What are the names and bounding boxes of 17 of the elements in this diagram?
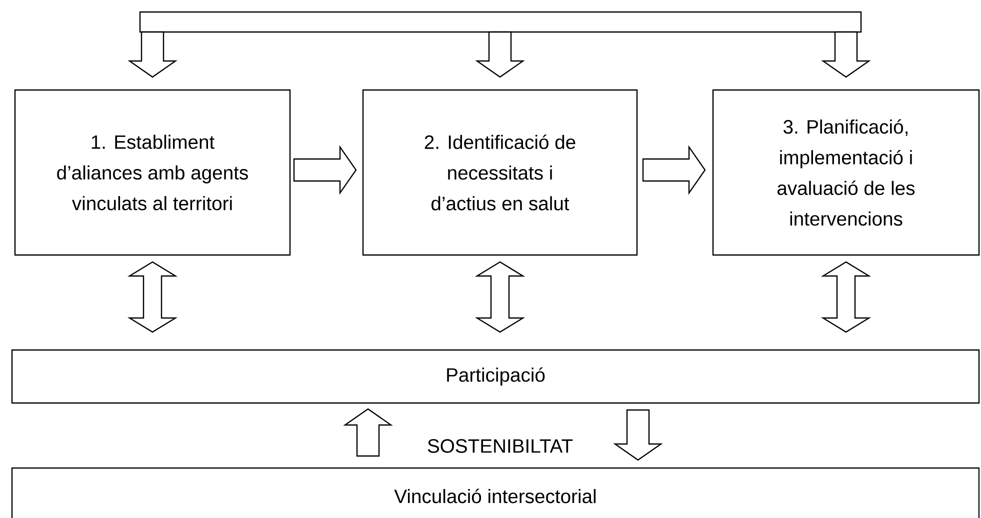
block-arrow [343, 408, 393, 457]
block-arrow [128, 31, 178, 78]
block-arrow [613, 409, 663, 461]
block-arrow [475, 31, 525, 78]
process-box: 1. Establiment d’aliances amb agents vinculats al territori [14, 89, 291, 256]
block-arrow [820, 261, 872, 333]
process-box: 2. Identificació de necessitats i d’actius en salut [362, 89, 638, 256]
text-label: SOSTENIBILTAT [428, 439, 573, 453]
block-arrow [127, 261, 178, 333]
block-arrow [821, 31, 871, 78]
block-arrow [293, 145, 357, 195]
band-box: Vinculació intersectorial [11, 467, 980, 518]
block-arrow [474, 261, 526, 333]
block-arrow [642, 145, 706, 195]
band-box: Participació [11, 349, 980, 404]
process-box: 3. Planificació, implementació i avaluació de les intervencions [712, 89, 980, 256]
top-bar [139, 11, 862, 33]
